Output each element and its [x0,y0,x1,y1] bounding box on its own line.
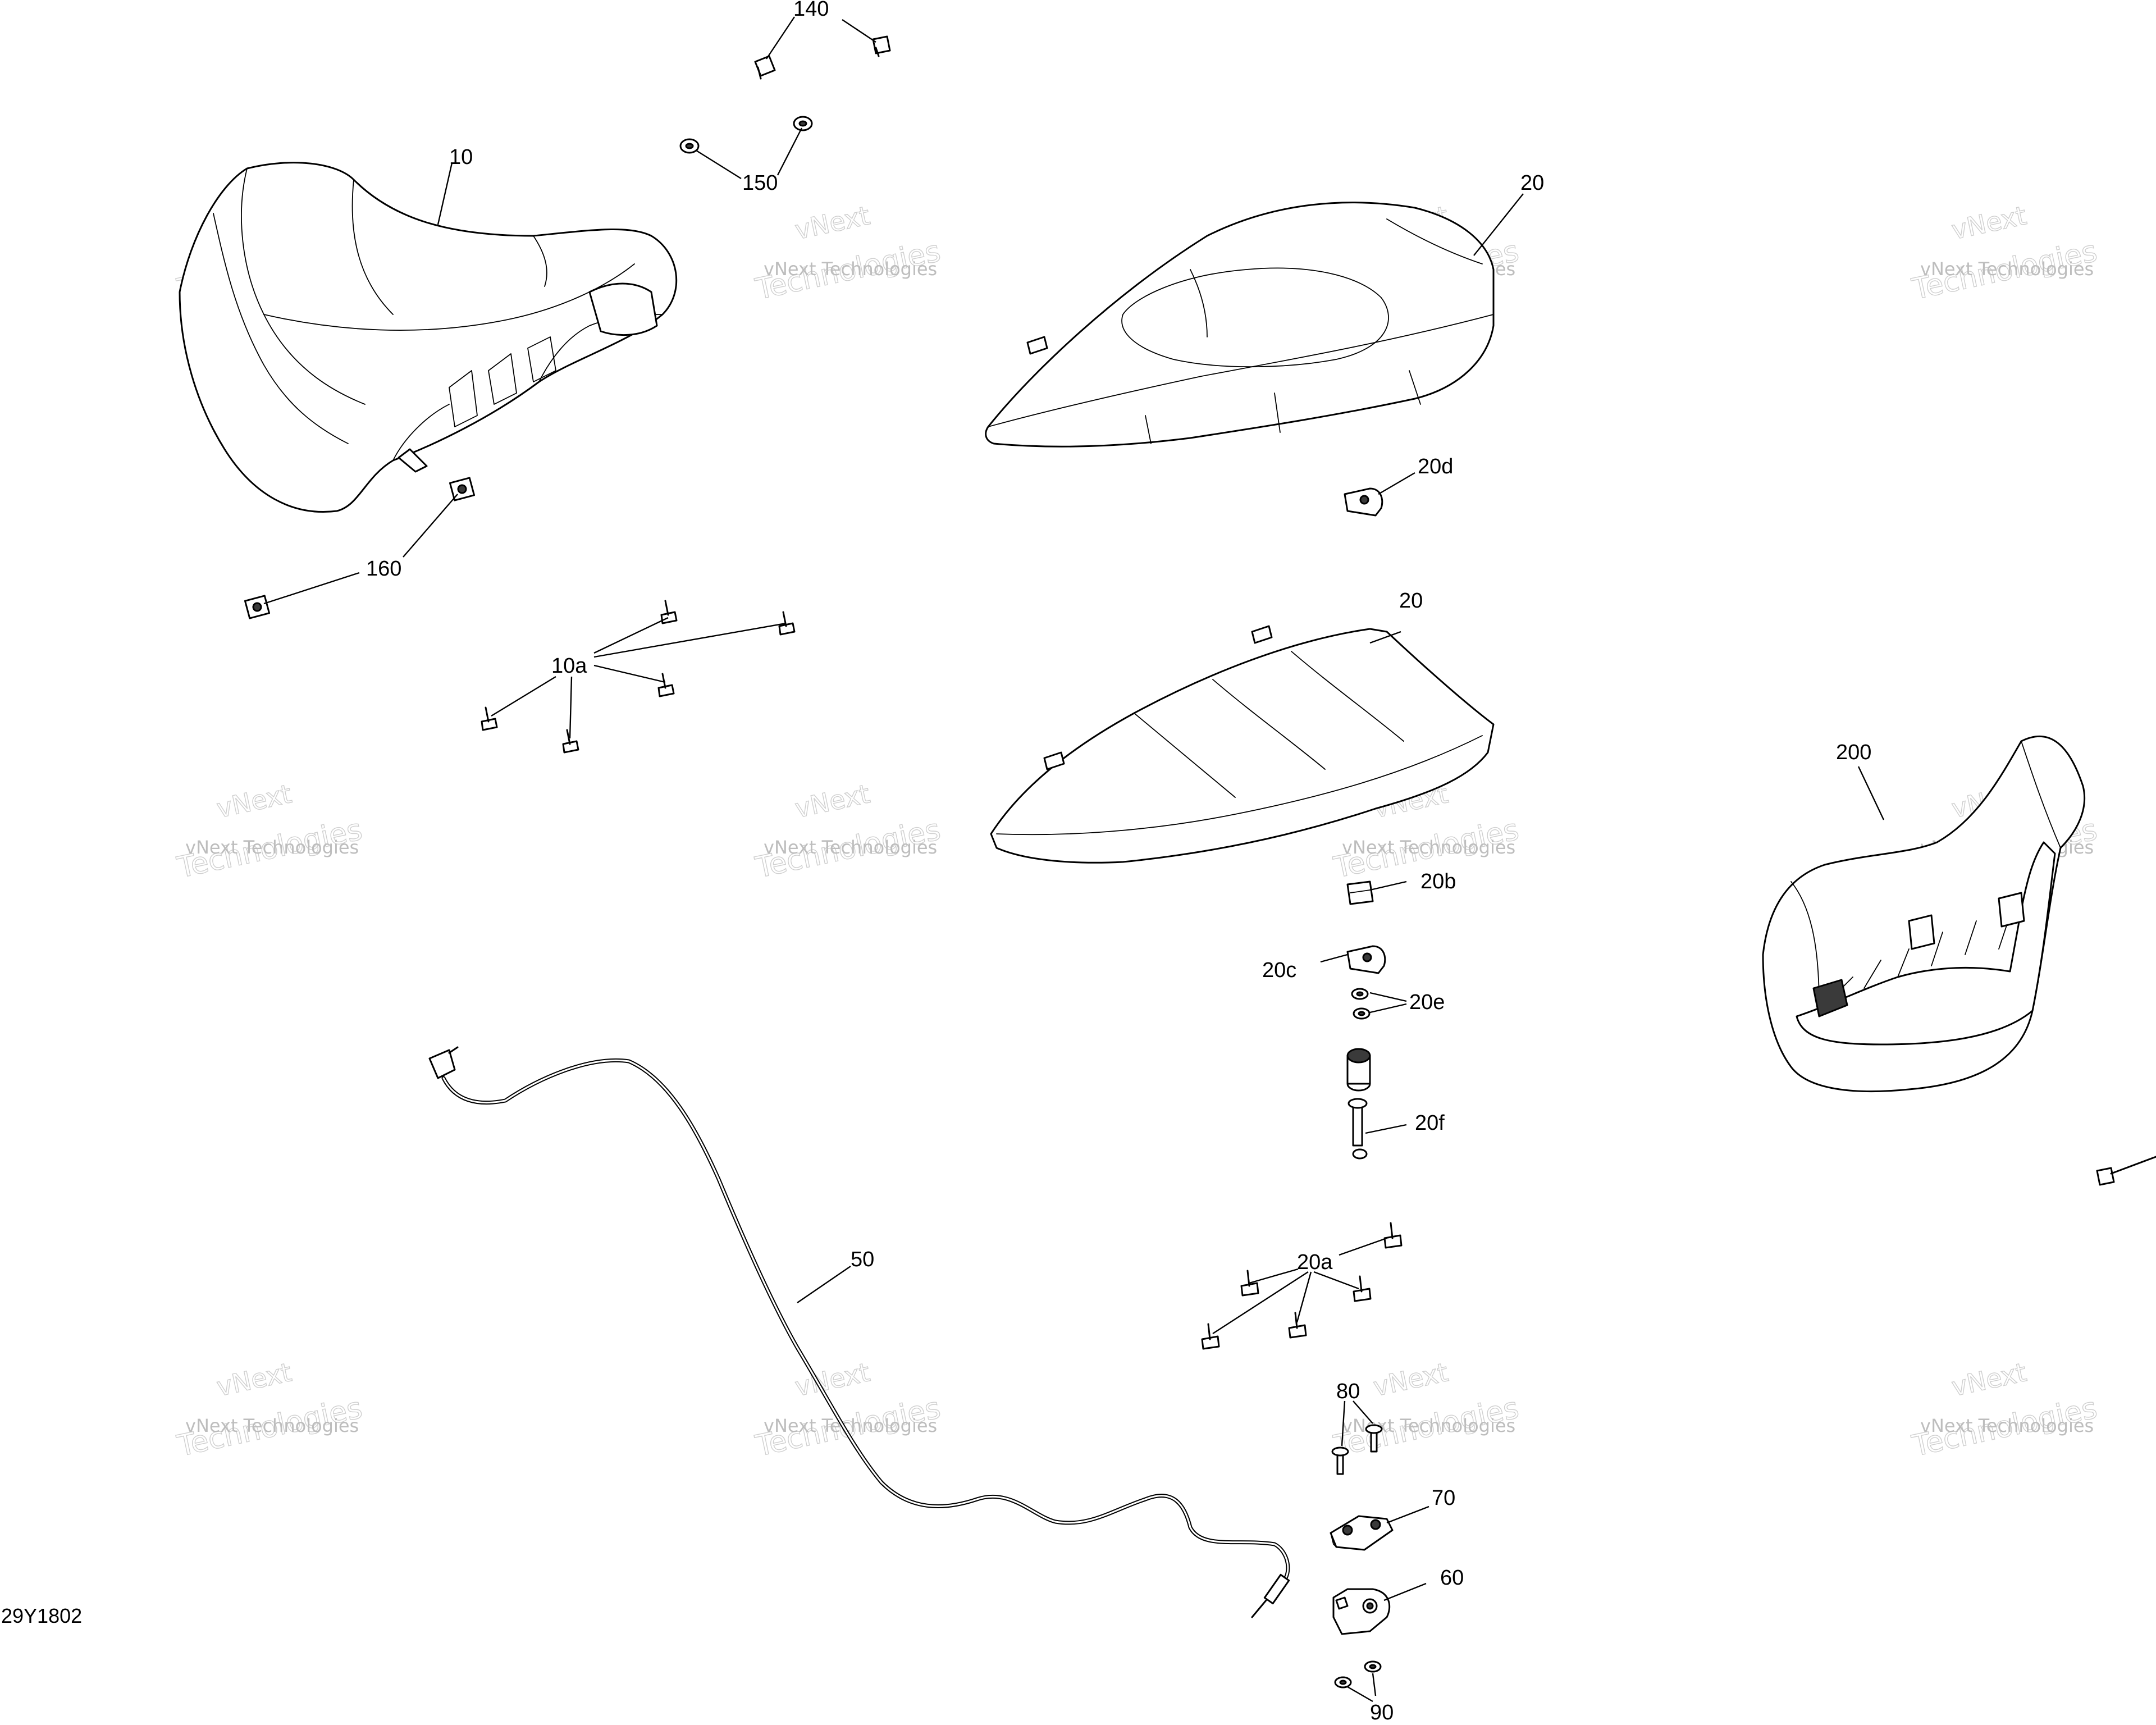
bumper-part-10a [481,600,796,754]
watermark-text: vNext Technologies [185,1415,359,1436]
clip-part-160 [244,477,476,619]
callout-labels: 140 150 10 160 10a 20 20d 20 20b 20c 20e… [1,0,1871,1724]
seat-pan-part-20-mid [990,625,1495,864]
bolt-part-20f [1347,1098,1368,1160]
plate-part-70 [1330,1515,1394,1551]
watermark-word-vnext: vNext [214,778,294,824]
callout-20d: 20d [1418,455,1453,478]
callout-20-top: 20 [1520,171,1544,195]
bumper-part-20a [1201,1222,1403,1350]
callout-10: 10 [449,145,473,169]
callout-20-mid: 20 [1399,589,1423,613]
watermark-word-vnext: vNext [1371,1357,1451,1402]
callout-20f: 20f [1415,1111,1445,1135]
cable-part-50 [428,1046,1290,1618]
callout-70: 70 [1432,1486,1455,1510]
latch-part-60 [1332,1588,1391,1635]
screw-part-80 [1331,1424,1383,1475]
grommet [1346,1048,1371,1092]
bracket-part-20d [1344,487,1383,517]
watermark-word-vnext: vNext [214,1357,294,1402]
drawing-number: 29Y1802 [1,1604,82,1627]
nut-part-20b [1346,880,1374,905]
callout-150: 150 [742,171,778,195]
callout-20e: 20e [1409,991,1445,1014]
watermark-text: vNext Technologies [1920,1415,2094,1436]
callout-20b: 20b [1420,870,1456,893]
seat-part-20-top [985,202,1495,448]
seat-part-200 [1762,735,2086,1093]
nut-part-20e [1351,988,1371,1020]
callout-80: 80 [1336,1380,1360,1403]
callout-10a: 10a [551,654,587,678]
watermark-text: vNext Technologies [1342,837,1515,858]
callout-60: 60 [1440,1566,1464,1590]
bracket-part-20c [1346,945,1386,974]
screw-partial-right [2096,1156,2156,1186]
callout-200: 200 [1836,741,1871,764]
washer-part-150 [679,116,813,154]
watermark-word-vnext: vNext [1949,200,2029,245]
watermark-text: vNext Technologies [185,837,359,858]
watermark-text: vNext Technologies [764,1415,937,1436]
watermark-word-vnext: vNext [1949,1357,2029,1402]
watermark-text: vNext Technologies [1920,258,2094,280]
screw-part-140 [754,35,891,80]
watermark-word-vnext: vNext [792,1357,873,1402]
callout-20a: 20a [1297,1251,1333,1274]
watermark-word-vnext: vNext [792,200,873,245]
watermark-text: vNext Technologies [764,837,937,858]
callout-50: 50 [851,1248,874,1271]
leader-lines [263,16,1885,1703]
nut-part-90 [1334,1660,1382,1689]
watermark-word-vnext: vNext [792,778,873,824]
seat-part-10 [179,162,678,513]
callout-90: 90 [1370,1701,1394,1724]
callout-20c: 20c [1262,959,1296,982]
watermark-text: vNext Technologies [764,258,937,280]
callout-160: 160 [366,557,401,581]
callout-140: 140 [793,0,829,21]
